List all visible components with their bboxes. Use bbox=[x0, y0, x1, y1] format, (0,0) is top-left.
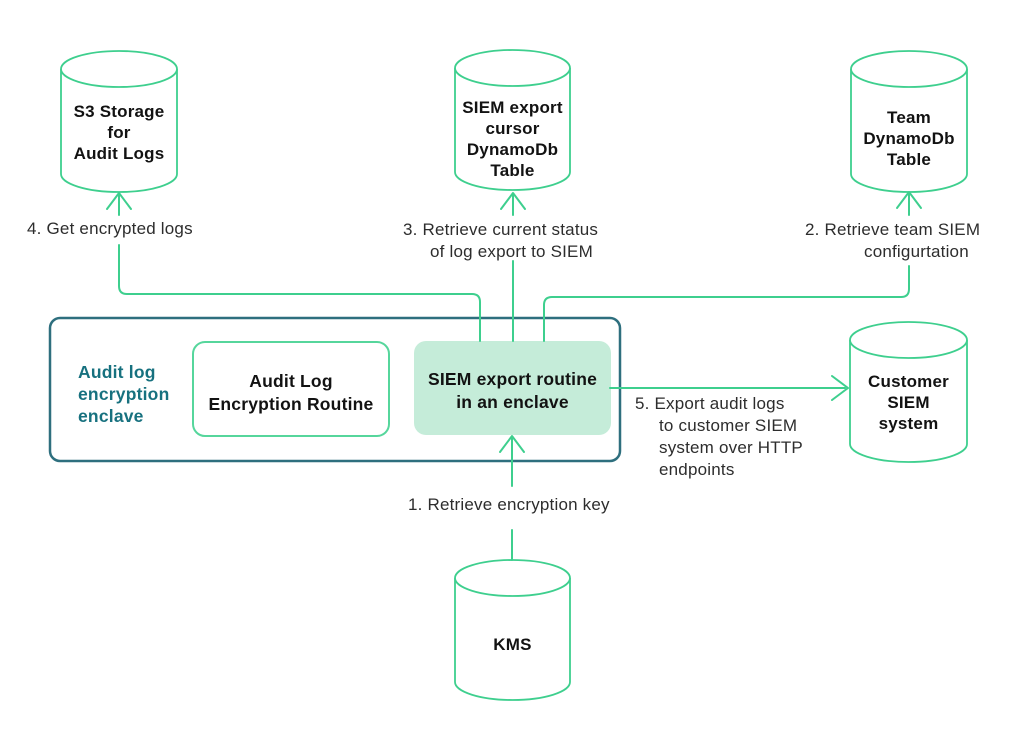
kms-cylinder bbox=[454, 559, 571, 701]
arrowhead-right-customer bbox=[831, 375, 849, 401]
label-line: DynamoDb bbox=[466, 140, 559, 159]
team-dynamodb-label: Team DynamoDb Table bbox=[851, 107, 967, 170]
arrowhead-up-s3 bbox=[106, 192, 132, 210]
label-line: system bbox=[878, 414, 939, 433]
label-line: enclave bbox=[78, 406, 144, 426]
step-3-label-line-1: 3. Retrieve current status bbox=[403, 220, 599, 239]
edge-2-to-team-table bbox=[543, 191, 922, 342]
label-line: cursor bbox=[485, 119, 540, 138]
step-1-label: 1. Retrieve encryption key bbox=[408, 495, 610, 514]
label-line: Encryption Routine bbox=[208, 394, 374, 414]
step-2-label-line-2: configurtation bbox=[864, 242, 969, 261]
cylinder-shapes bbox=[60, 49, 968, 701]
step-5-label-line-1: 5. Export audit logs bbox=[635, 394, 785, 413]
step-5-label-line-2: to customer SIEM bbox=[659, 416, 798, 435]
label-line: SIEM bbox=[887, 393, 930, 412]
s3-storage-cylinder bbox=[60, 50, 178, 193]
label-line: KMS bbox=[493, 635, 532, 654]
label-line: DynamoDb bbox=[863, 129, 955, 148]
arrowhead-up-routine bbox=[499, 435, 525, 453]
step-4-label: 4. Get encrypted logs bbox=[27, 219, 193, 238]
label-line: Team bbox=[887, 108, 931, 127]
arrowhead-up-cursor bbox=[500, 192, 526, 210]
label-line: encryption bbox=[78, 384, 170, 404]
label-line: SIEM export routine bbox=[427, 369, 598, 389]
edge-3-to-cursor-table bbox=[500, 192, 526, 342]
label-line: SIEM export bbox=[462, 98, 563, 117]
audit-log-encryption-routine-label: Audit Log Encryption Routine bbox=[193, 370, 389, 416]
connector-lines bbox=[106, 191, 922, 561]
label-line: Table bbox=[886, 150, 932, 169]
step-3-label-line-2: of log export to SIEM bbox=[430, 242, 593, 261]
step-5-label-line-3: system over HTTP bbox=[659, 438, 803, 457]
label-line: Audit Logs bbox=[73, 144, 165, 163]
team-dynamodb-cylinder bbox=[850, 50, 968, 193]
kms-label: KMS bbox=[455, 634, 570, 655]
siem-export-routine-box bbox=[414, 341, 611, 435]
s3-storage-label: S3 Storage for Audit Logs bbox=[61, 101, 177, 164]
edge-5-to-customer-siem bbox=[609, 375, 849, 401]
siem-export-routine-label: SIEM export routine in an enclave bbox=[414, 368, 611, 414]
customer-siem-cylinder bbox=[849, 321, 968, 463]
label-line: for bbox=[107, 123, 131, 142]
enclave-label: Audit log encryption enclave bbox=[78, 361, 208, 427]
siem-export-cursor-label: SIEM export cursor DynamoDb Table bbox=[455, 97, 570, 181]
label-line: S3 Storage bbox=[73, 102, 165, 121]
label-line: Table bbox=[490, 161, 535, 180]
label-line: Audit Log bbox=[249, 371, 333, 391]
siem-export-cursor-cylinder bbox=[454, 49, 571, 191]
edge-4-to-s3 bbox=[106, 192, 481, 342]
customer-siem-label: Customer SIEM system bbox=[850, 371, 967, 434]
audit-log-encryption-routine-box bbox=[192, 341, 390, 437]
label-line: Customer bbox=[868, 372, 949, 391]
label-line: Audit log bbox=[78, 362, 156, 382]
arrowhead-up-team bbox=[896, 191, 922, 209]
label-line: in an enclave bbox=[456, 392, 569, 412]
step-5-label-line-4: endpoints bbox=[659, 460, 735, 479]
step-2-label-line-1: 2. Retrieve team SIEM bbox=[805, 220, 981, 239]
edge-1-from-kms bbox=[499, 435, 525, 561]
